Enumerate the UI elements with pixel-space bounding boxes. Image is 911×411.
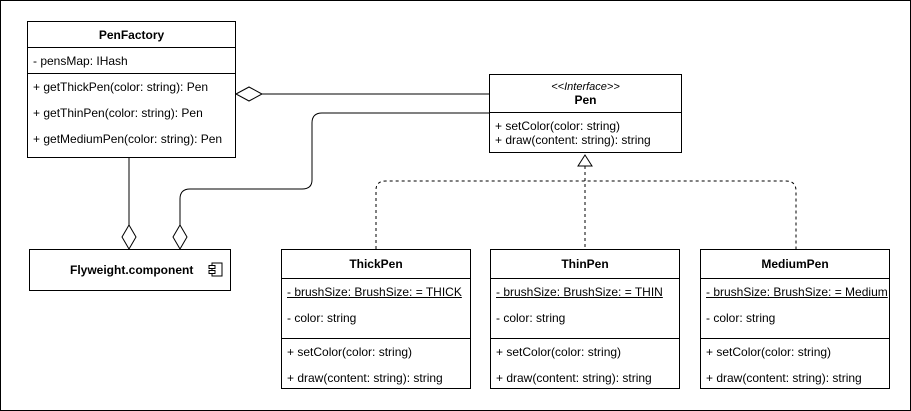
- interface-header: <<Interface>> Pen: [490, 75, 681, 113]
- component-icon: [208, 262, 223, 277]
- attributes-section: - brushSize: BrushSize: = THIN - color: …: [491, 279, 679, 339]
- class-thin-pen[interactable]: ThinPen - brushSize: BrushSize: = THIN -…: [490, 249, 680, 389]
- static-attribute-brush-size: - brushSize: BrushSize: = Medium: [706, 285, 888, 299]
- attributes-section: - brushSize: BrushSize: = Medium - color…: [701, 279, 889, 339]
- aggregation-diamond-flyweight-right: [172, 224, 188, 250]
- attribute-color: - color: string: [706, 311, 776, 325]
- aggregation-diamond-factory: [234, 86, 264, 102]
- method-draw: + draw(content: string): string: [287, 371, 443, 385]
- method-set-color: + setColor(color: string): [496, 345, 622, 359]
- methods-section: + setColor(color: string) + draw(content…: [701, 339, 889, 397]
- method-draw: + draw(content: string): string: [706, 371, 862, 385]
- attributes-section: - brushSize: BrushSize: = THICK - color:…: [282, 279, 470, 339]
- realization-lines: [375, 166, 797, 249]
- method-get-medium-pen: + getMediumPen(color: string): Pen: [33, 132, 223, 146]
- method-set-color: + setColor(color: string): [287, 345, 413, 359]
- class-title: ThinPen: [561, 257, 609, 271]
- attributes-section: - pensMap: IHash: [28, 48, 235, 74]
- class-title: ThickPen: [349, 257, 403, 271]
- class-medium-pen[interactable]: MediumPen - brushSize: BrushSize: = Medi…: [700, 249, 890, 389]
- method-set-color: + setColor(color: string): [706, 345, 832, 359]
- attribute-color: - color: string: [287, 311, 357, 325]
- aggregation-line-pen-flyweight: [179, 112, 489, 225]
- class-name: PenFactory: [28, 22, 235, 48]
- component-title: Flyweight.component: [70, 263, 194, 277]
- static-attribute-brush-size: - brushSize: BrushSize: = THICK: [287, 285, 462, 299]
- method-get-thick-pen: + getThickPen(color: string): Pen: [33, 80, 209, 94]
- interface-title: Pen: [574, 92, 597, 107]
- class-name: ThinPen: [491, 250, 679, 279]
- method-draw: + draw(content: string): string: [495, 133, 651, 147]
- class-name: MediumPen: [701, 250, 889, 279]
- method-draw: + draw(content: string): string: [496, 371, 652, 385]
- interface-stereotype: <<Interface>>: [551, 80, 620, 93]
- class-title: PenFactory: [98, 27, 165, 42]
- method-get-thin-pen: + getThinPen(color: string): Pen: [33, 106, 203, 120]
- methods-section: + setColor(color: string) + draw(content…: [282, 339, 470, 397]
- class-name: ThickPen: [282, 250, 470, 279]
- attribute-pens-map: - pensMap: IHash: [33, 54, 128, 68]
- realization-triangle: [577, 154, 593, 167]
- class-thick-pen[interactable]: ThickPen - brushSize: BrushSize: = THICK…: [281, 249, 471, 389]
- component-flyweight[interactable]: Flyweight.component: [29, 249, 231, 291]
- methods-section: + getThickPen(color: string): Pen + getT…: [28, 74, 235, 158]
- class-title: MediumPen: [761, 257, 829, 271]
- aggregation-diamond-flyweight-left: [121, 224, 137, 250]
- static-attribute-brush-size: - brushSize: BrushSize: = THIN: [496, 285, 663, 299]
- attribute-color: - color: string: [496, 311, 566, 325]
- class-pen-factory[interactable]: PenFactory - pensMap: IHash + getThickPe…: [27, 21, 236, 158]
- method-set-color: + setColor(color: string): [495, 119, 621, 133]
- interface-pen[interactable]: <<Interface>> Pen + setColor(color: stri…: [489, 74, 682, 153]
- methods-section: + setColor(color: string) + draw(content…: [491, 339, 679, 397]
- methods-section: + setColor(color: string) + draw(content…: [490, 113, 681, 147]
